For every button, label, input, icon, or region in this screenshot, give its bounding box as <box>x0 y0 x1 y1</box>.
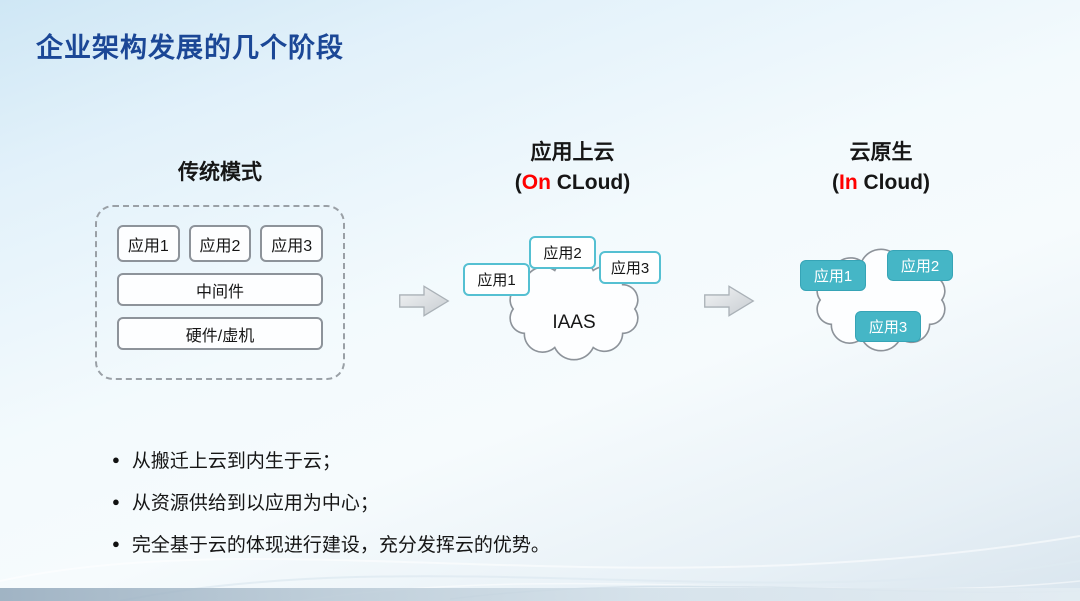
stage-on-cloud-heading: 应用上云 (On CLoud) <box>455 138 690 198</box>
subtitle-suffix: Cloud) <box>857 171 930 194</box>
stage-in-cloud-subtitle: (In Cloud) <box>765 168 997 198</box>
iaas-label: IAAS <box>552 312 596 333</box>
incloud-app1-box: 应用1 <box>800 260 866 291</box>
list-item: ● 从搬迁上云到内生于云； <box>112 446 550 473</box>
subtitle-highlight: In <box>839 171 858 194</box>
list-item: ● 从资源供给到以应用为中心； <box>112 488 550 515</box>
bullet-text: 从资源供给到以应用为中心； <box>131 493 379 514</box>
subtitle-prefix: ( <box>832 171 839 194</box>
traditional-app-row: 应用1 应用2 应用3 <box>117 225 324 262</box>
bullet-icon: ● <box>112 536 120 551</box>
traditional-app1-box: 应用1 <box>117 225 180 262</box>
subtitle-highlight: On <box>521 171 551 194</box>
page-title: 企业架构发展的几个阶段 <box>36 33 344 63</box>
subtitle-suffix: CLoud) <box>550 171 631 194</box>
middleware-box: 中间件 <box>117 273 323 306</box>
oncloud-app2-box: 应用2 <box>529 236 596 269</box>
incloud-app2-box: 应用2 <box>887 250 953 281</box>
list-item: ● 完全基于云的体现进行建设，充分发挥云的优势。 <box>112 530 550 557</box>
oncloud-app1-box: 应用1 <box>463 263 530 296</box>
native-cloud-shape <box>816 248 946 352</box>
bullet-list: ● 从搬迁上云到内生于云； ● 从资源供给到以应用为中心； ● 完全基于云的体现… <box>112 446 550 572</box>
traditional-architecture-container: 应用1 应用2 应用3 中间件 硬件/虚机 <box>95 205 345 380</box>
stage-on-cloud-subtitle: (On CLoud) <box>455 168 690 198</box>
traditional-app3-box: 应用3 <box>260 225 324 262</box>
arrow-right-icon <box>704 285 755 317</box>
stage-in-cloud-heading: 云原生 (In Cloud) <box>765 138 997 198</box>
bullet-text: 从搬迁上云到内生于云； <box>131 451 341 472</box>
incloud-app3-box: 应用3 <box>855 311 921 342</box>
stage-in-cloud-title: 云原生 <box>849 141 913 164</box>
subtitle-prefix: ( <box>514 171 522 194</box>
bullet-icon: ● <box>112 494 120 509</box>
stage-on-cloud-title: 应用上云 <box>530 141 615 164</box>
stage-traditional-heading: 传统模式 <box>178 161 262 184</box>
bullet-text: 完全基于云的体现进行建设，充分发挥云的优势。 <box>131 535 550 556</box>
bullet-icon: ● <box>112 452 120 467</box>
traditional-app2-box: 应用2 <box>188 225 252 262</box>
bottom-gradient-band <box>0 588 1080 601</box>
oncloud-app3-box: 应用3 <box>599 251 661 284</box>
hardware-vm-box: 硬件/虚机 <box>117 317 323 350</box>
arrow-right-icon <box>399 285 450 317</box>
